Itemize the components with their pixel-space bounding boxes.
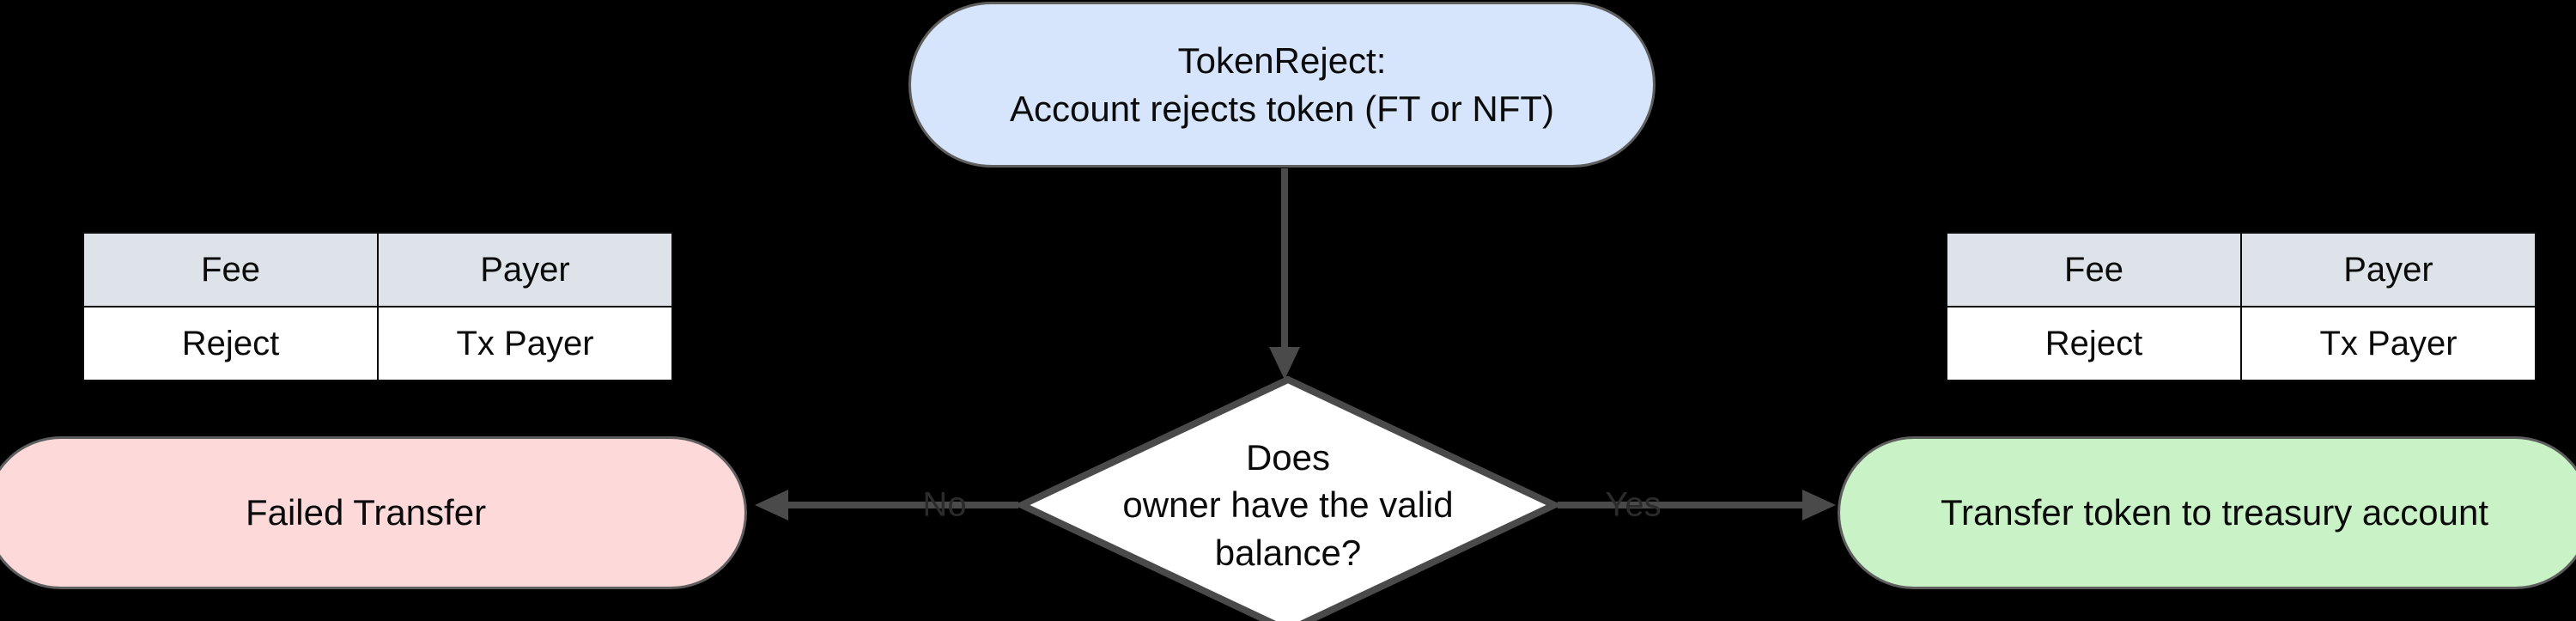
payer-column-header: Payer (377, 232, 673, 307)
fee-column-header: Fee (82, 232, 379, 307)
table-header-row: Fee Payer (82, 232, 673, 307)
payer-column-header: Payer (2240, 232, 2537, 307)
edge-label-no: No (922, 485, 967, 524)
fee-column-header: Fee (1946, 232, 2242, 307)
edge-decision-to-treasury-arrowhead (1802, 490, 1836, 521)
fee-table-left: Fee Payer Reject Tx Payer (82, 232, 673, 381)
fee-cell: Reject (1946, 306, 2242, 381)
payer-cell: Tx Payer (2240, 306, 2537, 381)
node-failed-transfer[interactable]: Failed Transfer (0, 436, 747, 589)
table-row: Reject Tx Payer (82, 306, 673, 381)
fee-cell: Reject (82, 306, 379, 381)
fee-table-right: Fee Payer Reject Tx Payer (1946, 232, 2537, 381)
diamond-shape (1018, 376, 1558, 621)
node-token-reject[interactable]: TokenReject: Account rejects token (FT o… (908, 2, 1656, 167)
node-decision-valid-balance[interactable]: Does owner have the valid balance? (1018, 376, 1558, 621)
table-header-row: Fee Payer (1946, 232, 2537, 307)
edge-label-yes: Yes (1605, 485, 1662, 524)
node-transfer-token-to-treasury[interactable]: Transfer token to treasury account (1838, 436, 2576, 589)
edge-decision-to-failed-arrowhead (755, 490, 788, 521)
payer-cell: Tx Payer (377, 306, 673, 381)
edge-tokenreject-to-decision-arrowhead (1269, 347, 1300, 380)
table-row: Reject Tx Payer (1946, 306, 2537, 381)
